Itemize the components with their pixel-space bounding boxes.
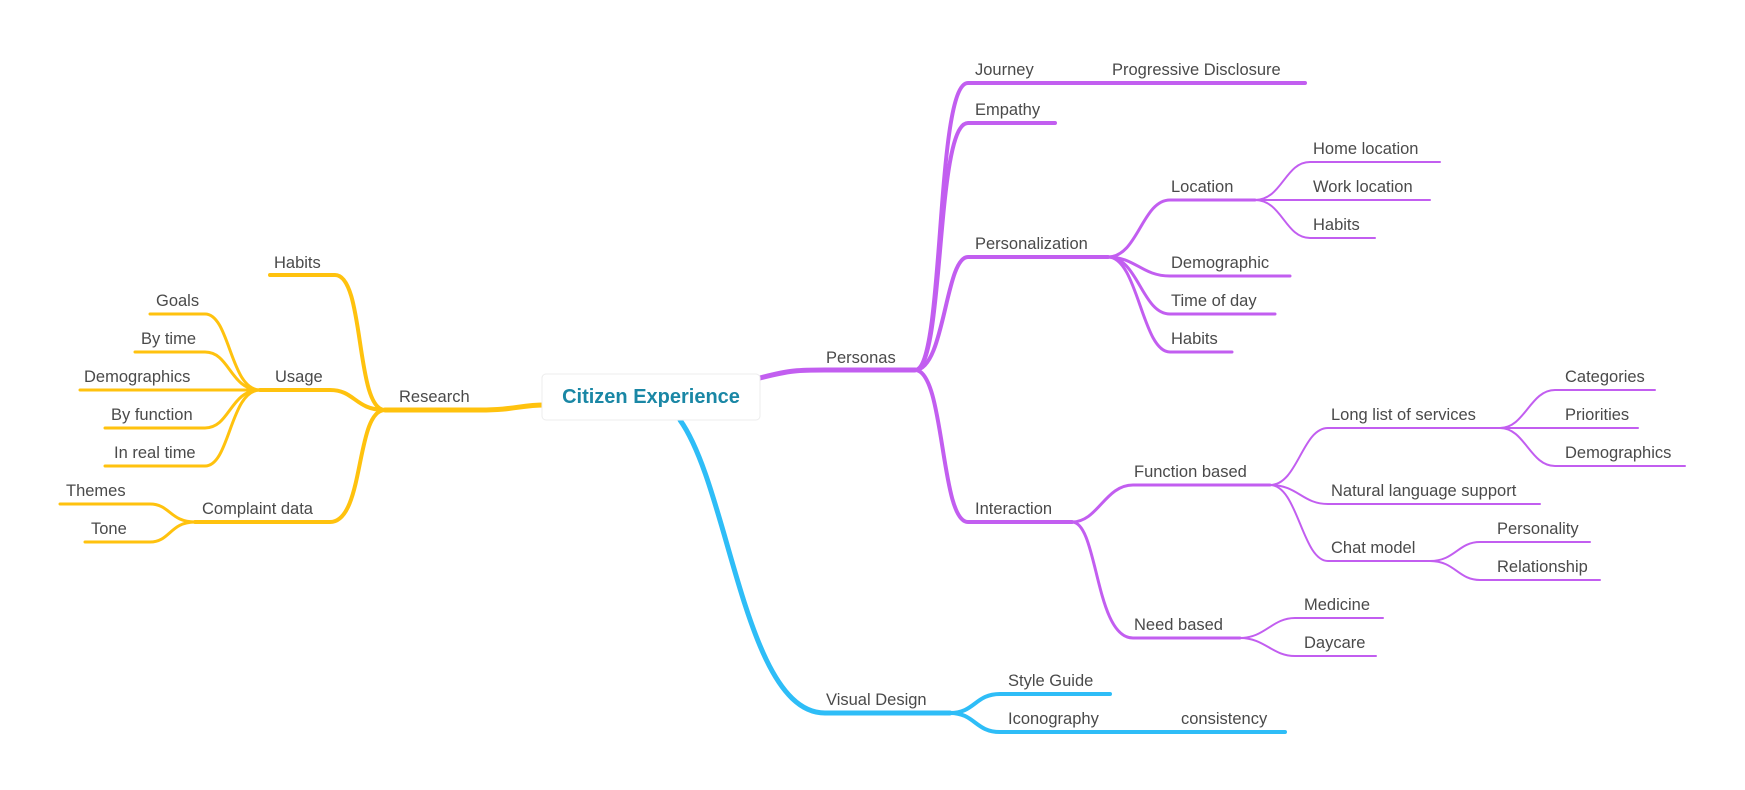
connector-chat-relationship: [1429, 560, 1601, 581]
connector-personas-personalization: [913, 255, 1110, 372]
connector-research-complaint: [193, 408, 387, 524]
node-categories[interactable]: Categories: [1565, 368, 1645, 386]
node-consistency[interactable]: consistency: [1181, 710, 1268, 728]
root-label: Citizen Experience: [562, 386, 740, 408]
node-research[interactable]: Research: [399, 388, 470, 406]
node-usage[interactable]: Usage: [275, 368, 323, 386]
node-relationship[interactable]: Relationship: [1497, 558, 1588, 576]
connector-fn-chat: [1269, 484, 1431, 562]
connector-visual-iconography: [948, 711, 1287, 734]
node-visual-design[interactable]: Visual Design: [826, 691, 927, 709]
connector-root-visual: [677, 417, 953, 716]
node-demographic[interactable]: Demographic: [1171, 254, 1269, 272]
node-usage-byfunction[interactable]: By function: [111, 406, 193, 424]
connector-pers-location: [1106, 198, 1257, 259]
node-chat-model[interactable]: Chat model: [1331, 539, 1415, 557]
connector-fn-longlist: [1269, 427, 1501, 486]
connector-usage-goals: [148, 312, 262, 392]
connector-loc-habits: [1254, 199, 1376, 239]
connector-root-research: [382, 402, 548, 413]
node-location-habits[interactable]: Habits: [1313, 216, 1360, 234]
connector-usage-realtime: [103, 388, 262, 468]
node-personas[interactable]: Personas: [826, 349, 896, 367]
connector-need-daycare: [1239, 637, 1377, 657]
connector-usage-bytime: [133, 350, 262, 392]
connector-int-function: [1070, 483, 1272, 524]
node-long-list-of-services[interactable]: Long list of services: [1331, 406, 1476, 424]
node-work-location[interactable]: Work location: [1313, 178, 1413, 196]
node-usage-bytime[interactable]: By time: [141, 330, 196, 348]
node-time-of-day[interactable]: Time of day: [1171, 292, 1257, 310]
node-research-habits[interactable]: Habits: [274, 254, 321, 272]
connector-personas-interaction: [913, 368, 1074, 524]
node-location[interactable]: Location: [1171, 178, 1233, 196]
node-progressive-disclosure[interactable]: Progressive Disclosure: [1112, 61, 1281, 79]
node-usage-demographics[interactable]: Demographics: [84, 368, 190, 386]
connector-research-usage: [258, 388, 387, 412]
node-long-list-demographics[interactable]: Demographics: [1565, 444, 1671, 462]
connector-fn-nlp: [1269, 484, 1541, 505]
node-journey[interactable]: Journey: [975, 61, 1034, 79]
node-personalization-habits[interactable]: Habits: [1171, 330, 1218, 348]
node-complaint-themes[interactable]: Themes: [66, 482, 126, 500]
connector-loc-home: [1254, 161, 1441, 201]
connector-complaint-themes: [58, 502, 197, 524]
connector-list-categories: [1499, 389, 1656, 429]
connector-need-medicine: [1239, 617, 1384, 639]
node-personality[interactable]: Personality: [1497, 520, 1579, 538]
research-branch: [58, 273, 548, 544]
node-usage-realtime[interactable]: In real time: [114, 444, 196, 462]
node-complaint-tone[interactable]: Tone: [91, 520, 127, 538]
connector-personas-journey: [913, 81, 1307, 372]
node-function-based[interactable]: Function based: [1134, 463, 1247, 481]
connector-list-demographics: [1499, 427, 1686, 467]
visual-design-branch: [677, 417, 1287, 734]
node-home-location[interactable]: Home location: [1313, 140, 1418, 158]
connector-int-need: [1070, 520, 1242, 640]
node-personalization[interactable]: Personalization: [975, 235, 1088, 253]
node-usage-goals[interactable]: Goals: [156, 292, 199, 310]
node-medicine[interactable]: Medicine: [1304, 596, 1370, 614]
node-style-guide[interactable]: Style Guide: [1008, 672, 1093, 690]
node-iconography[interactable]: Iconography: [1008, 710, 1100, 728]
node-daycare[interactable]: Daycare: [1304, 634, 1365, 652]
node-empathy[interactable]: Empathy: [975, 101, 1041, 119]
connector-complaint-tone: [83, 520, 197, 544]
node-need-based[interactable]: Need based: [1134, 616, 1223, 634]
connector-pers-habits: [1106, 255, 1234, 354]
node-priorities[interactable]: Priorities: [1565, 406, 1629, 424]
connector-chat-personality: [1429, 541, 1591, 562]
personas-branch: [757, 81, 1686, 657]
node-complaint-data[interactable]: Complaint data: [202, 500, 314, 518]
connector-research-habits: [268, 273, 387, 412]
node-natural-language-support[interactable]: Natural language support: [1331, 482, 1517, 500]
connector-personas-empathy: [913, 121, 1057, 372]
root-node[interactable]: Citizen Experience: [541, 373, 761, 421]
node-interaction[interactable]: Interaction: [975, 500, 1052, 518]
root-node-box: [541, 373, 761, 421]
connector-root-personas: [757, 367, 918, 381]
